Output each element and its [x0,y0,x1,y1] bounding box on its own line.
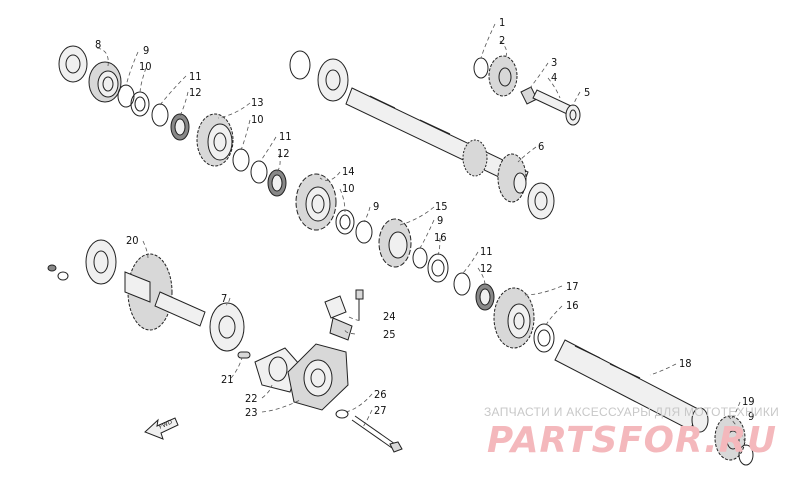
part-16-washer-b [533,323,555,353]
callout-16-b: 16 [566,299,579,312]
callout-27: 27 [374,404,387,417]
callout-10-c: 10 [342,182,355,195]
part-11-ring [151,103,169,127]
part-15-dog-clutch [378,218,412,268]
part-10-washer-c [335,209,355,235]
callout-9-a: 9 [143,44,149,57]
watermark: ЗАПЧАСТИ И АКСЕССУАРЫ ДЛЯ МОТОТЕХНИКИ PA… [484,405,779,461]
callout-10-a: 10 [139,60,152,73]
callout-24: 24 [383,310,396,323]
callout-11-c: 11 [480,245,493,258]
callout-10-b: 10 [251,113,264,126]
callout-labels: 1 2 3 4 5 6 7 8 9 10 11 12 13 10 11 12 1… [95,16,755,423]
callout-26: 26 [374,388,387,401]
part-9-ring [117,84,135,108]
callout-16-a: 16 [434,231,447,244]
callout-8: 8 [95,38,101,51]
watermark-brand-logo: PARTSFOR.RU [487,420,777,461]
part-9-ring-b [355,220,373,244]
callout-4: 4 [551,71,557,84]
part-18-shaft [554,339,709,433]
watermark-tagline: ЗАПЧАСТИ И АКСЕССУАРЫ ДЛЯ МОТОТЕХНИКИ [484,405,779,419]
callout-9-c: 9 [437,214,443,227]
part-9-ring-d [738,444,754,466]
bearing-top-left [58,45,88,83]
part-25-sensor [324,295,353,341]
callout-7: 7 [221,292,227,305]
callout-14: 14 [342,165,355,178]
callout-11-b: 11 [279,130,292,143]
callout-3: 3 [551,56,557,69]
part-7-bearing [209,302,245,352]
part-10-washer [130,91,150,117]
part-12-needle-bearing-c [475,283,495,311]
part-3-4-bushing-spacer [520,86,572,115]
part-10-washer-b [232,148,250,172]
part-6-main-shaft [345,87,529,203]
part-12-needle-bearing [170,113,190,141]
callout-6: 6 [538,140,544,153]
callout-15: 15 [435,200,448,213]
part-21-dowel [237,351,251,359]
callout-12-c: 12 [480,262,493,275]
callout-20: 20 [126,234,139,247]
bearing-upper-shaft-right [527,182,555,220]
part-12-needle-bearing-b [267,169,287,197]
callout-13: 13 [251,96,264,109]
callout-19: 19 [742,395,755,408]
leader-lines [96,23,747,447]
callout-22: 22 [245,392,258,405]
callout-12-a: 12 [189,86,202,99]
part-17-gear [493,287,535,349]
part-13-gear [196,113,234,167]
callout-21: 21 [221,373,234,386]
part-11-ring-b [250,160,268,184]
small-fastener-left [47,264,69,281]
part-11-ring-c [453,272,471,296]
part-5-sleeve [565,104,581,126]
part-2-gear [488,55,518,97]
callout-17: 17 [566,280,579,293]
callout-11-a: 11 [189,70,202,83]
part-1-ring [473,57,489,79]
fwd-arrow-icon: FWD [144,417,179,440]
part-24-bolt [355,289,364,320]
part-14-dog-clutch [295,173,337,231]
bearing-lower-left [85,239,117,285]
part-26-washer [335,409,349,419]
part-27-bolt [351,415,403,453]
callout-25: 25 [383,328,396,341]
callout-18: 18 [679,357,692,370]
part-20-gear-shaft [124,253,206,331]
callout-1: 1 [499,16,505,29]
bearing-upper-shaft-left [289,50,349,102]
part-23-housing [287,343,349,411]
callout-9-d: 9 [748,410,754,423]
part-8-hub [88,61,122,103]
callout-2: 2 [499,34,505,47]
callout-9-b: 9 [373,200,379,213]
callout-5: 5 [584,86,590,99]
callout-23: 23 [245,406,258,419]
part-16-washer [427,253,449,283]
callout-12-b: 12 [277,147,290,160]
part-9-ring-c [412,247,428,269]
